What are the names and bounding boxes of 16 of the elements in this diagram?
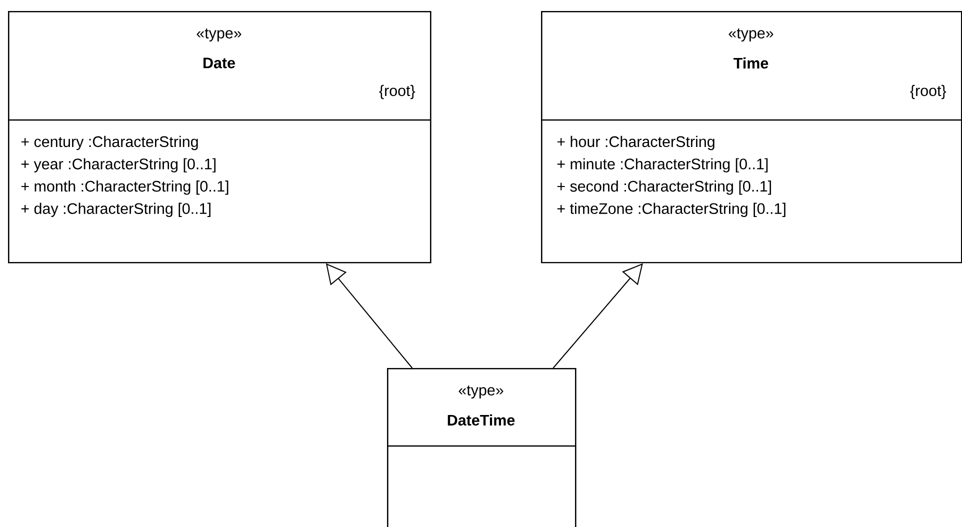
attribute-row: + year :CharacterString [0..1] xyxy=(21,158,216,172)
constraint-label: {root} xyxy=(379,84,416,100)
class-name: Time xyxy=(734,57,768,69)
stereotype-label: «type» xyxy=(458,386,504,398)
attribute-row: + timeZone :CharacterString [0..1] xyxy=(557,202,786,217)
attribute-row: + century :CharacterString xyxy=(21,136,198,150)
stereotype-label: «type» xyxy=(728,28,774,42)
stereotype-label: «type» xyxy=(196,28,242,42)
attribute-row: + second :CharacterString [0..1] xyxy=(557,180,771,195)
constraint-label: {root} xyxy=(910,84,946,100)
class-name: Date xyxy=(204,58,235,68)
attribute-row: + month :CharacterString [0..1] xyxy=(21,180,228,195)
attribute-row: + day :CharacterString [0..1] xyxy=(21,202,210,217)
class-name: DateTime xyxy=(448,414,515,426)
attribute-row: + hour :CharacterString xyxy=(557,136,714,150)
attribute-row: + minute :CharacterString [0..1] xyxy=(557,158,768,172)
